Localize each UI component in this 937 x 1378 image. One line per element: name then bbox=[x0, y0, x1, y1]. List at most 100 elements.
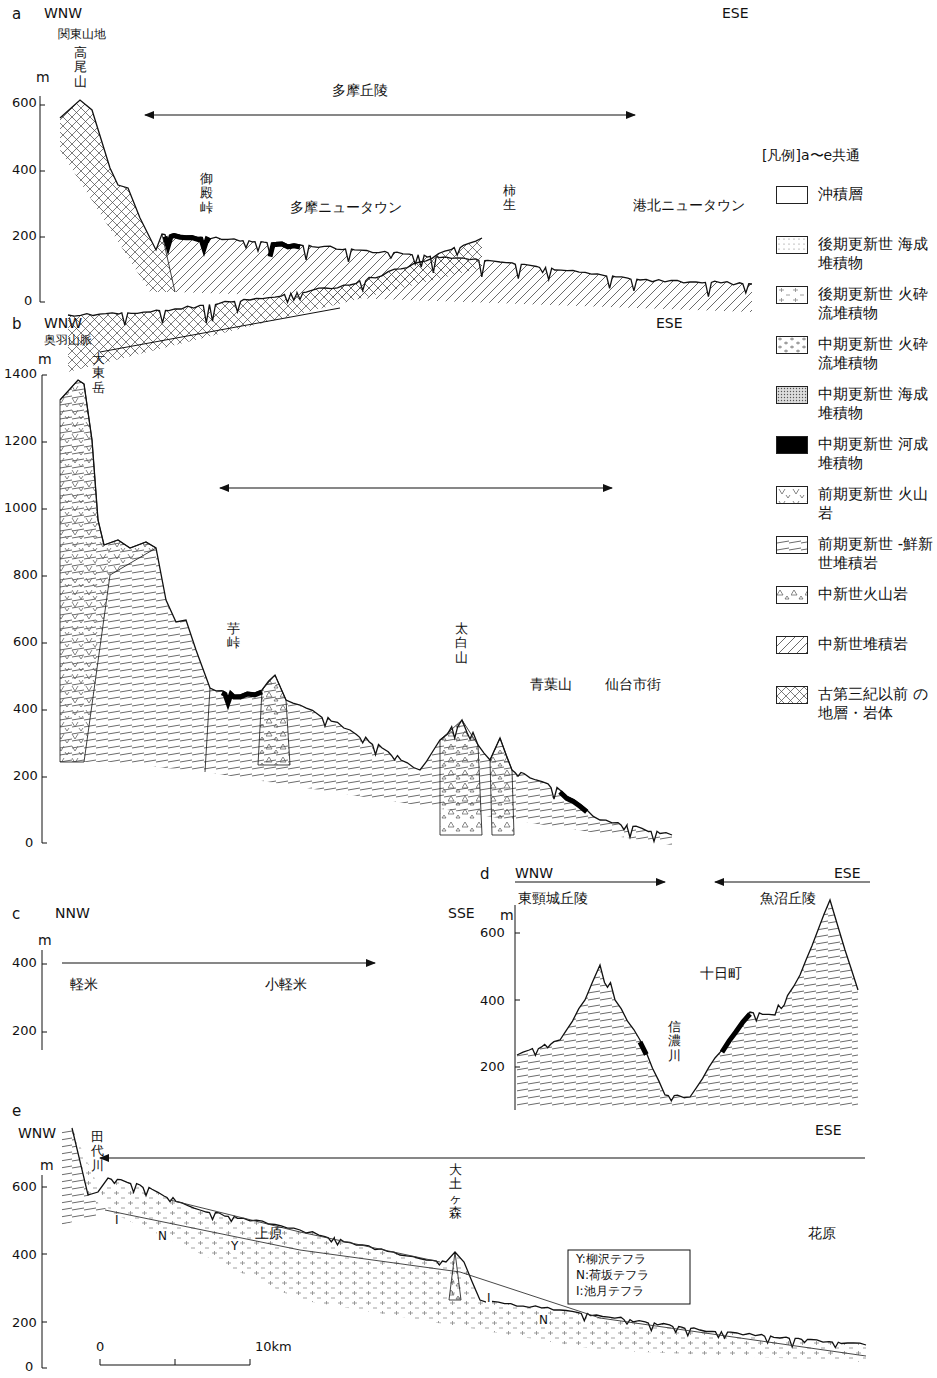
axis-tick bbox=[42, 1322, 47, 1323]
label: WNW bbox=[44, 316, 82, 331]
legend-text: 中新世堆積岩 bbox=[818, 635, 936, 654]
label: 1400 bbox=[4, 367, 37, 381]
label: m bbox=[40, 1158, 54, 1173]
legend-swatch bbox=[776, 236, 808, 254]
label: 仙台市街 bbox=[605, 677, 661, 692]
axis-line bbox=[40, 96, 41, 302]
label: 400 bbox=[480, 994, 505, 1008]
label: 関東山地 bbox=[58, 28, 106, 41]
label: 青葉山 bbox=[530, 677, 572, 692]
label: 400 bbox=[12, 163, 37, 177]
legend-swatch bbox=[776, 636, 808, 654]
label: I bbox=[114, 1214, 120, 1227]
label: 東頸城丘陵 bbox=[518, 891, 588, 906]
label: 0 bbox=[24, 294, 32, 308]
label: 田代川 bbox=[91, 1130, 104, 1173]
label: I:池月テフラ bbox=[576, 1285, 644, 1298]
label: 高尾山 bbox=[74, 46, 87, 89]
fault-line bbox=[205, 688, 210, 772]
legend-swatch bbox=[776, 186, 808, 204]
label: c bbox=[12, 906, 20, 923]
label: 奥羽山脈 bbox=[44, 334, 92, 347]
pyroclastic-flow bbox=[72, 1128, 866, 1362]
axis-tick bbox=[42, 710, 47, 711]
surface-line bbox=[72, 1128, 866, 1348]
volcanic-plug bbox=[449, 1252, 461, 1300]
legend-text: 中期更新世 海成堆積物 bbox=[818, 385, 936, 423]
extent-arrow bbox=[100, 1157, 865, 1158]
label: 魚沼丘陵 bbox=[760, 891, 816, 906]
label: ESE bbox=[722, 6, 749, 21]
swatch-pattern bbox=[777, 687, 807, 703]
label: d bbox=[480, 866, 490, 883]
axis-tick bbox=[42, 375, 47, 376]
swatch-fill bbox=[777, 687, 807, 703]
legend-text: 後期更新世 火砕流堆積物 bbox=[818, 285, 936, 323]
label: 御殿峠 bbox=[200, 172, 213, 215]
legend-text: 古第三紀以前 の地層・岩体 bbox=[818, 685, 936, 723]
label: WNW bbox=[44, 6, 82, 21]
axis-tick bbox=[42, 1254, 47, 1255]
scale-tick bbox=[250, 1359, 251, 1365]
axis-tick bbox=[40, 105, 45, 106]
label: 200 bbox=[12, 1024, 37, 1038]
swatch-fill bbox=[777, 287, 807, 303]
label: m bbox=[38, 352, 52, 367]
legend-text: 沖積層 bbox=[818, 185, 936, 204]
scale-tick bbox=[100, 1359, 101, 1365]
label: WNW bbox=[18, 1126, 56, 1141]
river-deposit bbox=[222, 692, 262, 703]
label: 400 bbox=[12, 956, 37, 970]
label: 0 bbox=[25, 1360, 33, 1374]
label: N bbox=[157, 1230, 168, 1243]
axis-line bbox=[42, 950, 43, 1050]
axis-tick bbox=[42, 843, 47, 844]
axis-tick bbox=[42, 777, 47, 778]
axis-line bbox=[42, 1175, 43, 1368]
label: 0 bbox=[25, 836, 33, 850]
label: 200 bbox=[12, 1316, 37, 1330]
extent-arrow bbox=[515, 881, 665, 882]
swatch-pattern bbox=[777, 487, 807, 503]
label: 芋峠 bbox=[227, 622, 240, 651]
label: ESE bbox=[815, 1123, 842, 1138]
label: 多摩ニュータウン bbox=[290, 200, 402, 215]
extent-arrow bbox=[715, 881, 870, 882]
axis-tick bbox=[515, 1000, 520, 1001]
swatch-pattern bbox=[777, 237, 807, 253]
label: 小軽米 bbox=[265, 977, 307, 992]
legend-swatch bbox=[776, 686, 808, 704]
legend-text: 後期更新世 海成堆積物 bbox=[818, 235, 936, 273]
scale-tick bbox=[175, 1359, 176, 1365]
legend-swatch bbox=[776, 336, 808, 354]
extent-arrow bbox=[220, 487, 612, 488]
label: 太白山 bbox=[455, 622, 468, 665]
legend-text: 中新世火山岩 bbox=[818, 585, 936, 604]
axis-tick bbox=[42, 442, 47, 443]
axis-tick bbox=[42, 576, 47, 577]
axis-line bbox=[515, 905, 516, 1110]
surface-line bbox=[68, 238, 482, 325]
label: 200 bbox=[480, 1060, 505, 1074]
label: e bbox=[12, 1103, 21, 1120]
label: I bbox=[486, 1292, 492, 1305]
swatch-fill bbox=[777, 237, 807, 253]
river-deposit bbox=[722, 1014, 750, 1052]
basement bbox=[68, 238, 482, 372]
label: 200 bbox=[13, 769, 38, 783]
volcanic-rock bbox=[60, 380, 156, 762]
river-deposit bbox=[560, 792, 587, 812]
axis-tick bbox=[40, 302, 45, 303]
axis-line bbox=[42, 375, 43, 843]
label: Y bbox=[230, 1240, 239, 1253]
label: 600 bbox=[13, 635, 38, 649]
axis-tick bbox=[515, 933, 520, 934]
label: NNW bbox=[55, 906, 90, 921]
swatch-fill bbox=[777, 337, 807, 353]
label: 1200 bbox=[4, 434, 37, 448]
label: ESE bbox=[656, 316, 683, 331]
label: [凡例]a〜e共通 bbox=[762, 148, 860, 163]
river-deposit bbox=[165, 236, 210, 249]
legend-text: 前期更新世 火山岩 bbox=[818, 485, 936, 523]
swatch-pattern bbox=[777, 537, 807, 553]
